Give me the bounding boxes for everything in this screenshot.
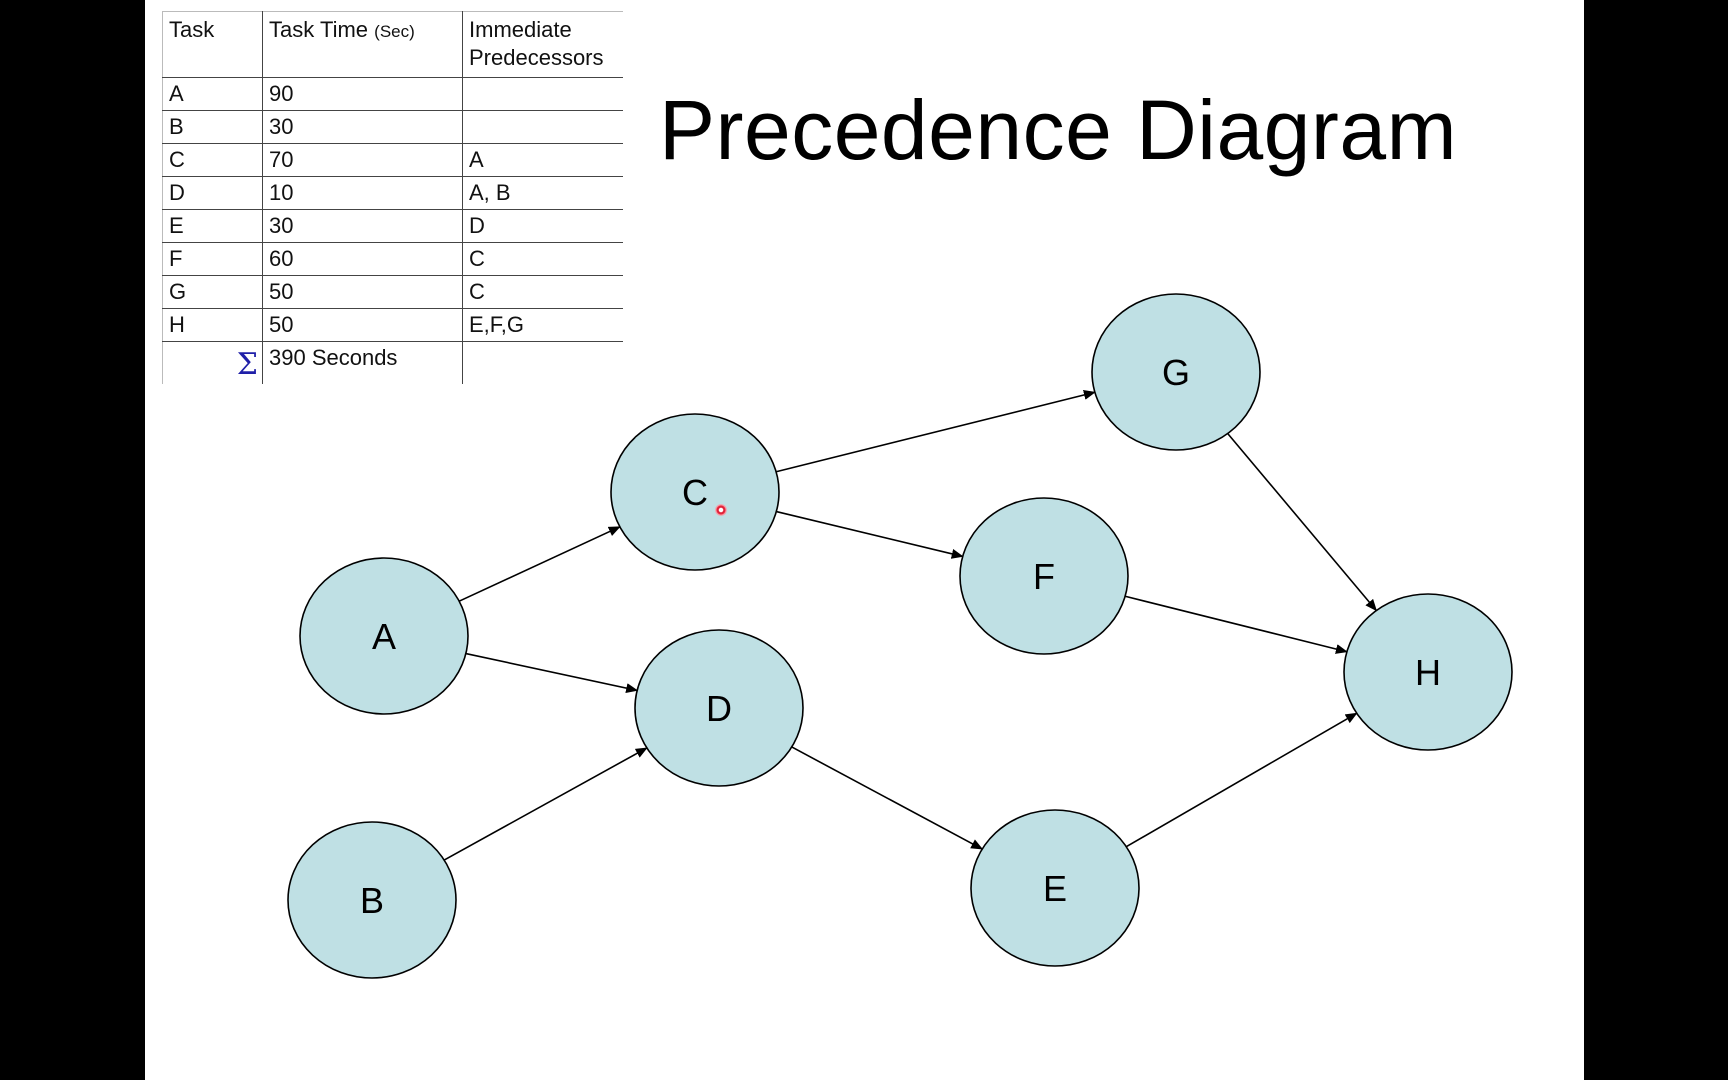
node-e-label: E xyxy=(1043,868,1067,909)
node-b: B xyxy=(287,821,457,979)
pred-cell: A, B xyxy=(462,176,623,210)
header-time-unit: (Sec) xyxy=(374,22,415,41)
node-b-shape xyxy=(287,821,457,979)
time-cell: 70 xyxy=(262,143,463,177)
header-task: Task xyxy=(162,11,263,78)
node-f: F xyxy=(959,497,1129,655)
edge-d-e xyxy=(791,746,984,850)
sum-symbol-cell: Σ xyxy=(162,341,263,384)
time-cell: 90 xyxy=(262,77,463,111)
node-a: A xyxy=(299,557,469,715)
node-b-label: B xyxy=(360,880,384,921)
pred-cell: C xyxy=(462,242,623,276)
node-f-shape xyxy=(959,497,1129,655)
sum-empty-cell xyxy=(462,341,623,384)
node-a-shape xyxy=(299,557,469,715)
laser-pointer xyxy=(715,504,727,516)
header-pred-line2: Predecessors xyxy=(469,45,604,70)
edges-layer xyxy=(443,390,1377,861)
edge-a-d xyxy=(465,652,639,693)
header-pred-line1: Immediate xyxy=(469,17,572,42)
node-c-label: C xyxy=(682,472,708,513)
sigma-icon: Σ xyxy=(236,347,258,382)
node-h-shape xyxy=(1343,593,1513,751)
edge-c-g xyxy=(775,390,1096,473)
pred-cell xyxy=(462,77,623,111)
time-cell: 30 xyxy=(262,209,463,243)
node-g-label: G xyxy=(1162,352,1190,393)
task-cell: E xyxy=(162,209,263,243)
edge-a-c xyxy=(458,526,621,602)
node-g: G xyxy=(1091,293,1261,451)
node-h: H xyxy=(1343,593,1513,751)
page-title: Precedence Diagram xyxy=(659,83,1458,177)
header-task-label: Task xyxy=(169,17,215,42)
node-d: D xyxy=(634,629,804,787)
node-e: E xyxy=(970,809,1140,967)
node-a-label: A xyxy=(372,616,396,657)
node-c: C xyxy=(610,413,780,571)
edge-g-h xyxy=(1227,432,1377,612)
nodes-layer: A B C D E F G H xyxy=(287,293,1513,979)
task-cell: H xyxy=(162,308,263,342)
pred-cell: C xyxy=(462,275,623,309)
node-d-shape xyxy=(634,629,804,787)
node-e-shape xyxy=(970,809,1140,967)
node-f-label: F xyxy=(1033,556,1055,597)
time-cell: 50 xyxy=(262,308,463,342)
edge-e-h xyxy=(1125,712,1358,848)
edge-b-d xyxy=(443,747,648,861)
node-g-shape xyxy=(1091,293,1261,451)
edge-f-h xyxy=(1124,595,1348,654)
sum-value: 390 Seconds xyxy=(262,341,463,384)
time-cell: 10 xyxy=(262,176,463,210)
node-d-label: D xyxy=(706,688,732,729)
table-sum-row: Σ 390 Seconds xyxy=(162,341,623,384)
edge-c-f xyxy=(776,510,964,559)
node-c-shape xyxy=(610,413,780,571)
node-h-label: H xyxy=(1415,652,1441,693)
header-time-label: Task Time xyxy=(269,17,369,42)
precedence-diagram: A B C D E F G H xyxy=(287,293,1513,979)
